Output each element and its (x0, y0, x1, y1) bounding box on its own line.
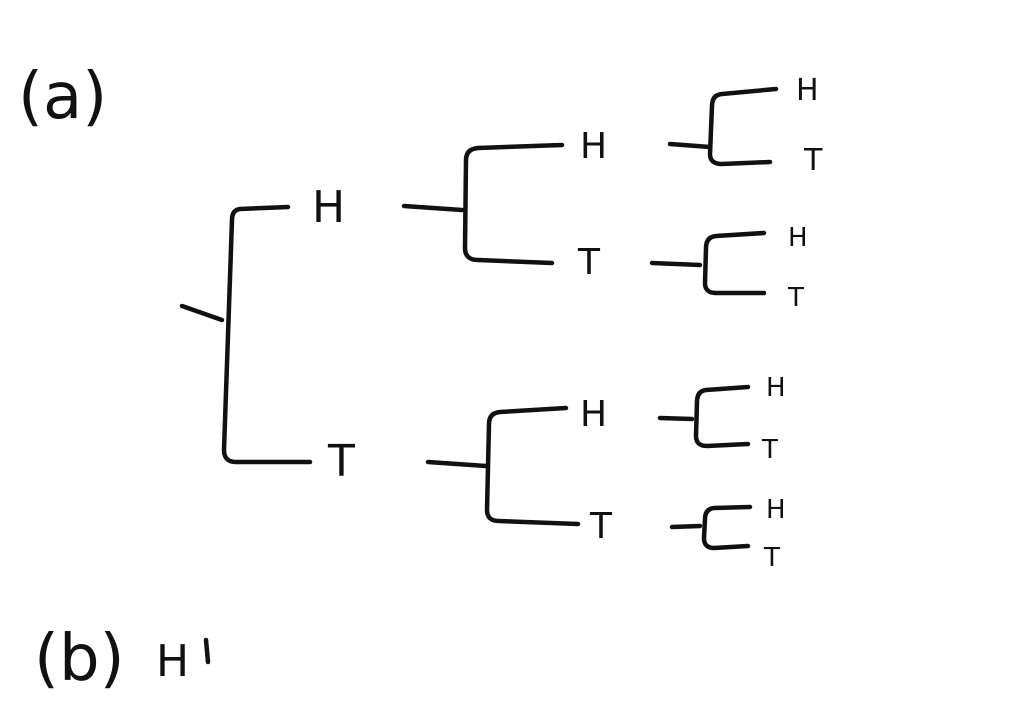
node-tth: H (766, 495, 786, 525)
h-stem (401, 203, 465, 213)
node-tt: T (589, 506, 613, 547)
hh-stem (667, 141, 713, 150)
level3-bracket-hh (667, 86, 779, 167)
tt-stem (669, 523, 703, 530)
part-b-answer: H (156, 636, 189, 687)
node-t: T (327, 436, 355, 487)
node-ttt: T (763, 543, 780, 573)
node-hth: H (788, 223, 808, 253)
level2-bracket-t (425, 405, 581, 527)
node-tht: T (761, 435, 778, 465)
node-h: H (312, 182, 345, 233)
part-a-label: (a) (18, 60, 107, 134)
level3-bracket-ht (649, 230, 767, 296)
root-stem (179, 303, 225, 323)
node-htt: T (787, 283, 804, 313)
node-th: H (580, 394, 607, 435)
ht-stem (649, 260, 703, 268)
node-thh: H (766, 373, 786, 403)
level3-bracket-th (657, 384, 751, 449)
node-hht: T (803, 143, 823, 178)
level3-bracket-tt (669, 504, 753, 551)
part-b-label: (b) (34, 622, 125, 696)
part-b-pen-mark (203, 637, 211, 665)
node-hh: H (580, 126, 607, 167)
level1-bracket (179, 204, 313, 465)
node-ht: T (577, 242, 601, 283)
ht-branches (702, 230, 767, 296)
th-branches (693, 384, 751, 449)
tt-branches (701, 504, 753, 551)
th-stem (657, 415, 695, 422)
t-branches (484, 405, 581, 527)
root-branches (221, 204, 313, 465)
t-stem (425, 459, 489, 469)
node-hhh: H (796, 73, 819, 108)
hh-branches (707, 86, 779, 167)
h-branches (462, 142, 565, 266)
level2-bracket-h (401, 142, 565, 266)
